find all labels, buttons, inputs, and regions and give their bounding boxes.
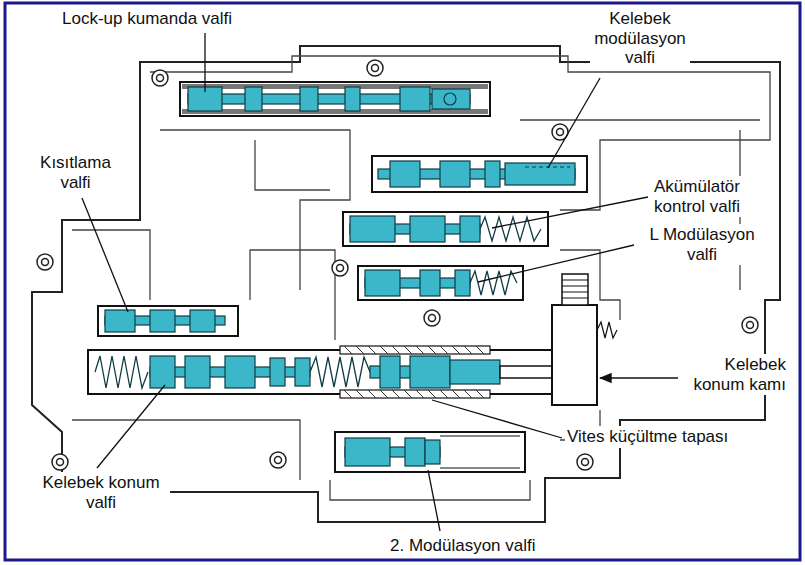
part-label: Akümülatör kontrol valfi [652,176,777,217]
part-label: L Modülasyon valfi [636,224,768,265]
part-label: Vites küçültme tapası [565,426,755,448]
part-label: Kelebek konum kamı [680,354,788,395]
part-label: Kelebek modülasyon valfi [590,8,690,69]
part-label: Kelebek konum valfi [32,472,170,513]
part-label: Kısıtlama valfi [28,152,123,193]
part-label: Lock-up kumanda valfi [60,8,300,30]
part-label: 2. Modülasyon valfi [388,535,593,557]
